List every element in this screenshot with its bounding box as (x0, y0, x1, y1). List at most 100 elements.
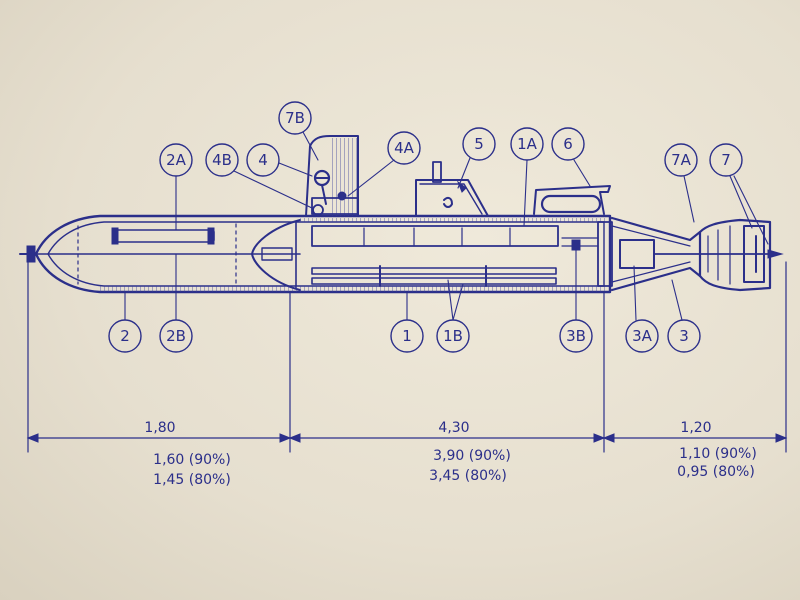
battery-1B-brackets (379, 265, 487, 287)
conning-tower (305, 135, 359, 217)
callout-6: 6 (563, 135, 573, 153)
dim-mid-arrow-left (288, 433, 301, 443)
dim-bow-90: 1,60 (90%) (153, 452, 231, 468)
battery-cells (363, 227, 511, 247)
dim-stern-80: 0,95 (80%) (677, 464, 755, 480)
dim-mid-90: 3,90 (90%) (433, 448, 511, 464)
dimension-labels: 1,80 1,60 (90%) 1,45 (80%) 4,30 3,90 (90… (144, 420, 756, 488)
callout-4: 4 (258, 151, 268, 169)
dim-bow-80: 1,45 (80%) (153, 472, 231, 488)
hatch-latch (456, 180, 467, 193)
hull-inner-outline (47, 221, 605, 287)
steering-column (315, 177, 329, 205)
periscope-mast (432, 161, 442, 183)
dim-stern-arrow-right (775, 433, 788, 443)
callout-1B: 1B (443, 327, 463, 345)
callout-1A: 1A (517, 135, 538, 153)
tube-2A-cap-left (111, 227, 119, 245)
dimension-lines (26, 261, 788, 453)
propeller-tip (767, 249, 784, 259)
label-circles: 7B 2A 4B 4 4A 5 1A 6 7A 7 2 2B 1 1B 3B 3… (108, 101, 743, 353)
shroud-7 (698, 218, 772, 292)
control-4B (312, 204, 324, 216)
dim-stern-arrow-left (602, 433, 615, 443)
bulkhead-mechanism (261, 247, 293, 261)
leader-3A (633, 265, 637, 321)
callout-2B: 2B (166, 327, 186, 345)
hatch-assembly (415, 161, 489, 217)
callout-7B: 7B (285, 109, 305, 127)
leader-3 (671, 279, 683, 321)
callout-3: 3 (679, 327, 689, 345)
leader-4B (233, 170, 313, 209)
hatch-housing-inner (419, 183, 483, 215)
callout-2A: 2A (166, 151, 187, 169)
callout-4B-circle (205, 143, 239, 177)
dim-stern-length: 1,20 (680, 420, 711, 436)
tube-2A-cap-right (207, 227, 215, 245)
bow-nose-cap (26, 245, 36, 263)
propeller-shroud (698, 218, 784, 292)
dim-mid-arrow-right (593, 433, 606, 443)
dim-stern-90: 1,10 (90%) (679, 446, 757, 462)
callout-4B: 4B (212, 151, 232, 169)
leader-1A (523, 159, 528, 227)
callout-6-circle (551, 127, 585, 161)
callout-4A-circle (387, 131, 421, 165)
callout-5-circle (462, 127, 496, 161)
battery-1B-lower-bar (311, 277, 557, 285)
control-knob (337, 191, 347, 201)
stern-section (561, 216, 781, 292)
bow-tube (111, 227, 215, 245)
hull (19, 214, 612, 294)
leader-7 (729, 175, 769, 245)
tank-frame-6 (533, 185, 611, 215)
tube-2A (113, 229, 215, 243)
leader-6 (573, 159, 591, 187)
leader-4A (347, 159, 395, 197)
tank-cylinder (540, 194, 602, 214)
callout-7-circle (709, 143, 743, 177)
callout-5: 5 (474, 135, 484, 153)
leader-lines (124, 131, 769, 321)
hatch-hinge (443, 196, 453, 208)
hull-bottom-band (100, 286, 606, 292)
leader-7A (683, 175, 695, 223)
hull-top-band (300, 218, 606, 222)
motor-3A (619, 239, 655, 269)
callout-4-circle (246, 143, 280, 177)
stern-bulkhead (597, 221, 613, 287)
callout-7B-circle (278, 101, 312, 135)
callout-7: 7 (721, 151, 731, 169)
dim-mid-length: 4,30 (438, 420, 469, 436)
callout-7A-circle (664, 143, 698, 177)
leader-5 (457, 157, 471, 189)
callout-2: 2 (120, 327, 130, 345)
tower-hatching (330, 138, 358, 216)
stern-cone (610, 216, 702, 292)
leader-7B (302, 131, 319, 161)
dim-bow-length: 1,80 (144, 420, 175, 436)
battery-1B-upper-bar (311, 267, 557, 275)
callout-3A-circle (625, 319, 659, 353)
callout-3B: 3B (566, 327, 586, 345)
dim-mid-80: 3,45 (80%) (429, 468, 507, 484)
shroud-ribs (707, 225, 731, 285)
callout-3-circle (667, 319, 701, 353)
dim-bow-arrow-right (279, 433, 292, 443)
hull-outline (34, 214, 612, 294)
callout-4A: 4A (394, 139, 415, 157)
leader-4 (278, 162, 313, 177)
callout-3A: 3A (632, 327, 653, 345)
control-panel-4A (311, 197, 359, 215)
callout-1: 1 (402, 327, 412, 345)
leader-1B (447, 279, 464, 321)
battery-upper (311, 225, 559, 247)
battery-1A (311, 225, 559, 247)
stern-cone-inner (611, 225, 691, 283)
dim-bow-arrow-left (26, 433, 39, 443)
battery-lower (311, 265, 557, 287)
air-tank (533, 185, 611, 215)
